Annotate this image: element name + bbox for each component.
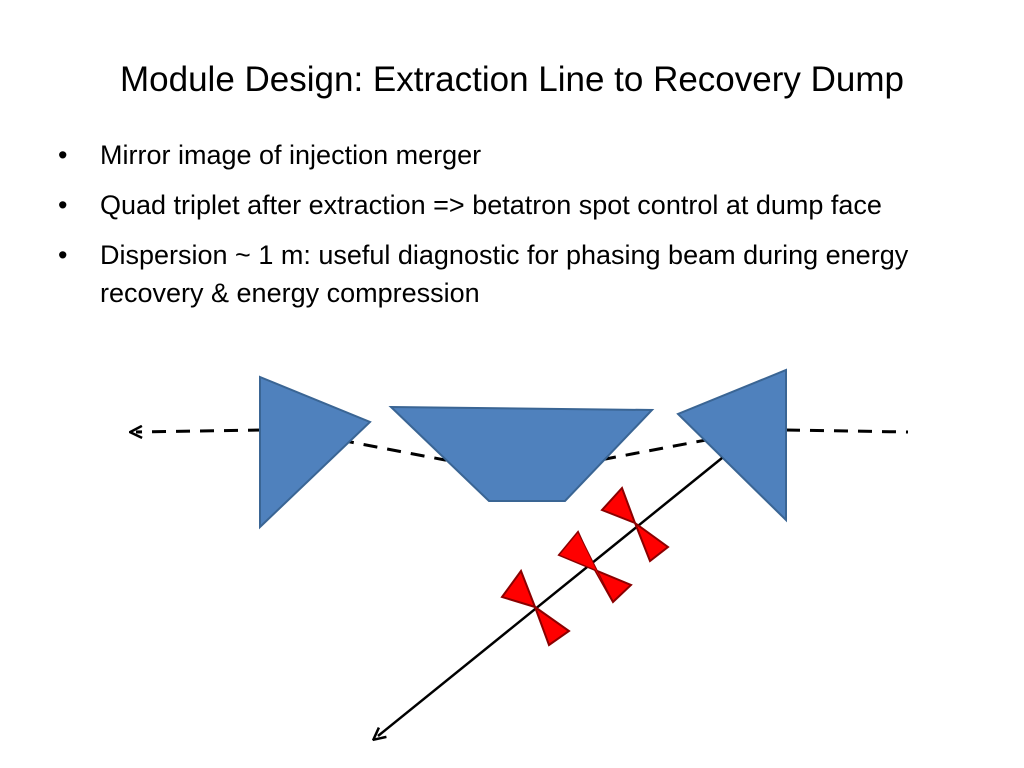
bullet-text: Dispersion ~ 1 m: useful diagnostic for … [100, 240, 909, 308]
quadrupole-half [592, 567, 633, 604]
bullet-item: • Mirror image of injection merger [58, 136, 978, 174]
bullet-item: • Quad triplet after extraction => betat… [58, 186, 978, 224]
entry-beam-dashed-line [785, 428, 909, 434]
quadrupole-magnet [500, 568, 571, 647]
bullet-marker: • [58, 240, 68, 270]
quadrupole-half [532, 604, 571, 647]
exit-beam-dashed-line [136, 430, 263, 432]
center-dipole-magnet [388, 405, 655, 502]
bullet-item: • Dispersion ~ 1 m: useful diagnostic fo… [58, 236, 978, 312]
quadrupole-half [632, 520, 670, 563]
quadrupole-magnet [557, 530, 633, 604]
quadrupole-half [600, 486, 637, 525]
quadrupole-center [558, 531, 614, 603]
quadrupole-magnet [600, 486, 670, 563]
slide-title: Module Design: Extraction Line to Recove… [120, 60, 904, 99]
bullet-marker: • [58, 190, 68, 220]
bullet-text: Mirror image of injection merger [100, 140, 482, 170]
bullet-text: Quad triplet after extraction => betatro… [100, 190, 882, 220]
left-dipole-magnet [259, 375, 372, 530]
extraction-line [378, 457, 723, 736]
merger-dashed-path [339, 435, 723, 462]
right-dipole-magnet [676, 368, 787, 523]
quadrupole-half [500, 568, 537, 609]
bullet-marker: • [58, 140, 68, 170]
bullet-list: • Mirror image of injection merger • Qua… [58, 136, 978, 324]
